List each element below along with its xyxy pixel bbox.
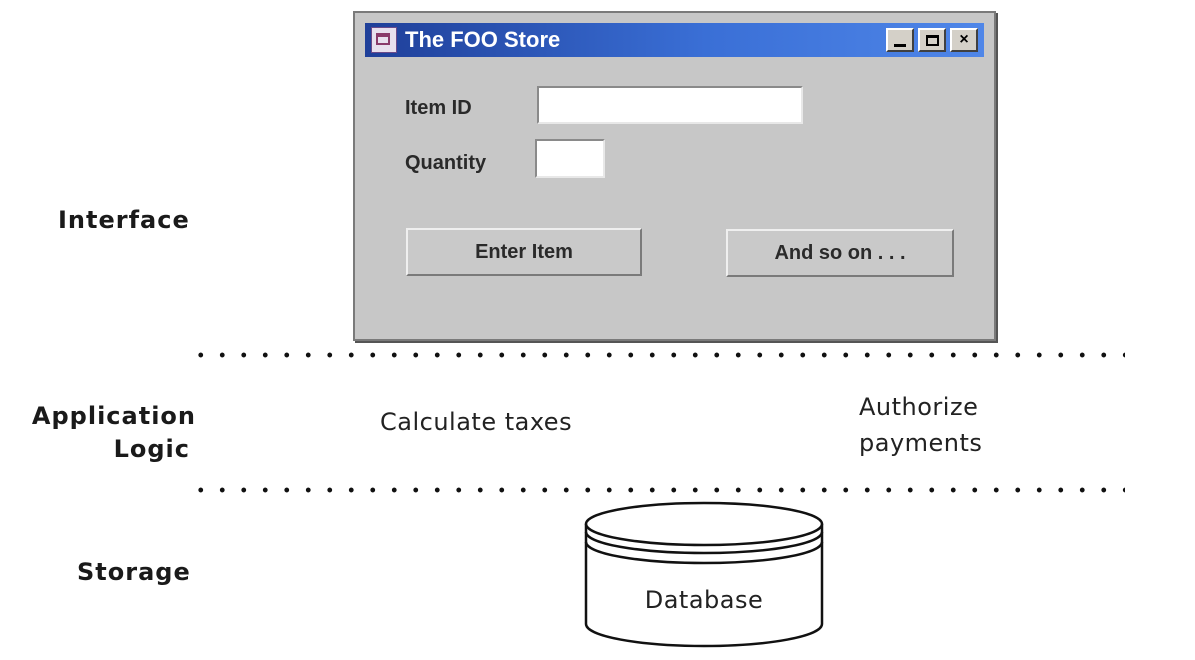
item-id-label: Item ID xyxy=(405,97,472,119)
window-controls: × xyxy=(886,28,978,52)
quantity-input[interactable] xyxy=(535,139,605,178)
authorize-line2: payments xyxy=(859,429,983,457)
window-titlebar[interactable]: The FOO Store × xyxy=(365,23,984,57)
window-title: The FOO Store xyxy=(405,27,561,52)
database-label: Database xyxy=(644,586,764,614)
minimize-icon[interactable] xyxy=(886,28,914,52)
item-id-input[interactable] xyxy=(537,86,803,124)
database-cylinder-icon xyxy=(584,501,824,648)
foo-store-window: The FOO Store × Item ID Quantity Enter I… xyxy=(353,11,996,341)
quantity-label: Quantity xyxy=(405,152,487,174)
authorize-payments-text: Authorize payments xyxy=(859,389,982,461)
close-icon[interactable]: × xyxy=(950,28,978,52)
and-so-on-button[interactable]: And so on . . . xyxy=(726,229,954,277)
layer-label-application-logic: Application Logic xyxy=(8,400,196,466)
maximize-icon[interactable] xyxy=(918,28,946,52)
java-app-icon xyxy=(371,27,397,53)
calculate-taxes-text: Calculate taxes xyxy=(380,408,573,436)
layer-label-storage: Storage xyxy=(77,558,191,586)
layer-label-application-line2: Logic xyxy=(113,435,190,463)
layer-label-application-line1: Application xyxy=(31,402,196,430)
divider-interface-logic xyxy=(190,352,1125,358)
layer-label-interface: Interface xyxy=(58,206,190,234)
divider-logic-storage xyxy=(190,487,1125,493)
enter-item-button[interactable]: Enter Item xyxy=(406,228,642,276)
authorize-line1: Authorize xyxy=(859,393,979,421)
